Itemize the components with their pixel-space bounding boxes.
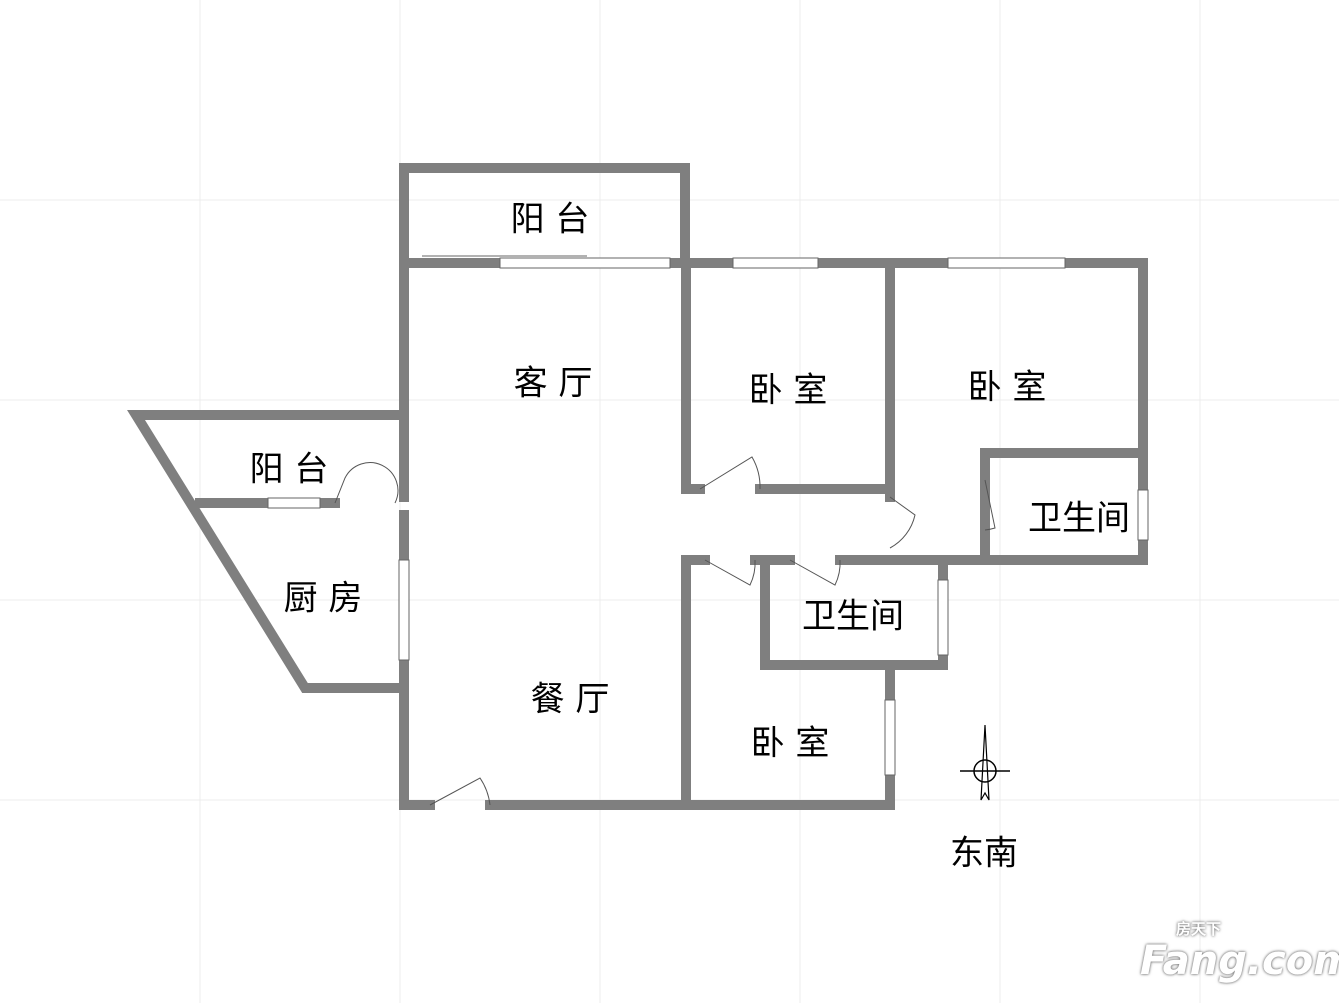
room-label-dining-room: 餐 厅: [530, 679, 610, 720]
room-label-balcony-left: 阳 台: [249, 449, 329, 490]
room-label-bedroom-3: 卧 室: [750, 723, 830, 764]
doors: [334, 456, 996, 806]
watermark-brand-cn: 房天下: [1176, 920, 1222, 938]
windows: [267, 255, 1149, 776]
compass-icon: [960, 724, 1010, 801]
room-label-bathroom-2: 卫生间: [802, 596, 904, 637]
orientation-label: 东南: [950, 833, 1018, 874]
room-label-bathroom-1: 卫生间: [1028, 498, 1130, 539]
watermark-brand: Fang.com: [1140, 938, 1339, 984]
room-label-bedroom-1: 卧 室: [748, 370, 828, 411]
watermark-logo: 房天下 Fang.com: [1140, 920, 1339, 984]
room-label-bedroom-2: 卧 室: [967, 367, 1047, 408]
room-label-kitchen: 厨 房: [283, 578, 363, 619]
room-label-balcony-top: 阳 台: [510, 199, 590, 240]
room-label-living-room: 客 厅: [513, 363, 593, 404]
